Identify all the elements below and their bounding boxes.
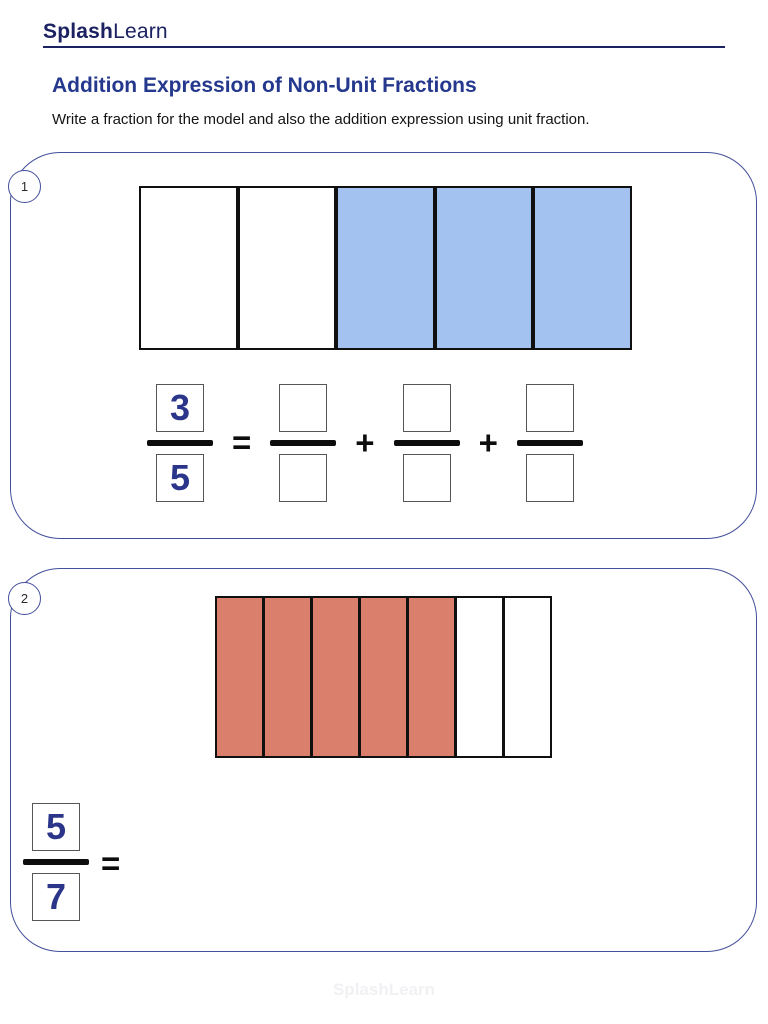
shaded-part <box>535 188 630 348</box>
shaded-part <box>338 188 437 348</box>
fraction-bar-line <box>516 440 583 446</box>
equals-sign-q2: = <box>101 845 121 882</box>
instructions-text: Write a fraction for the model and also … <box>52 111 590 128</box>
unshaded-part <box>141 188 240 348</box>
shaded-part <box>217 598 265 756</box>
unshaded-part <box>239 188 339 348</box>
fraction-bar-line <box>393 440 460 446</box>
splashlearn-logo: SplashLearn <box>43 20 168 44</box>
shaded-part <box>409 598 457 756</box>
answer-numerator-box[interactable] <box>402 384 451 432</box>
fraction-bar-model-q2 <box>215 596 552 758</box>
answer-numerator-box[interactable] <box>279 384 328 432</box>
given-denominator-box-q1: 5 <box>156 454 204 502</box>
answer-fraction-blank <box>516 384 583 502</box>
shaded-part <box>313 598 361 756</box>
given-numerator-box-q1: 3 <box>156 384 204 432</box>
fraction-bar-line <box>23 859 89 865</box>
question-1-number: 1 <box>20 179 29 194</box>
question-panel-1: 1 3 5 = + + <box>8 152 757 539</box>
unshaded-part <box>505 598 550 756</box>
given-fraction-q1: 3 5 <box>147 384 213 502</box>
header-divider <box>43 46 725 48</box>
given-fraction-q2: 5 7 <box>23 803 89 921</box>
fraction-bar-line <box>270 440 337 446</box>
question-1-badge: 1 <box>8 170 41 203</box>
plus-sign: + <box>355 424 375 461</box>
page-title: Addition Expression of Non-Unit Fraction… <box>52 74 477 97</box>
shaded-part <box>436 188 536 348</box>
logo-text-bold: Splash <box>43 20 114 43</box>
question-panel-2: 2 5 7 = <box>8 568 757 952</box>
plus-sign: + <box>478 424 498 461</box>
answer-denominator-box[interactable] <box>279 454 328 502</box>
footer-watermark: SplashLearn <box>332 980 436 999</box>
equation-q1: 3 5 = + + <box>147 384 583 502</box>
question-2-number: 2 <box>20 591 29 606</box>
answer-numerator-box[interactable] <box>525 384 574 432</box>
answer-fraction-blank <box>270 384 337 502</box>
given-denominator-box-q2: 7 <box>32 873 80 921</box>
given-numerator-box-q2: 5 <box>32 803 80 851</box>
shaded-part <box>265 598 313 756</box>
answer-denominator-box[interactable] <box>525 454 574 502</box>
question-2-badge: 2 <box>8 582 41 615</box>
shaded-part <box>361 598 409 756</box>
answer-fraction-blank <box>393 384 460 502</box>
unshaded-part <box>457 598 505 756</box>
answer-denominator-box[interactable] <box>402 454 451 502</box>
logo-text-light: Learn <box>113 20 168 43</box>
equals-sign-q1: = <box>232 424 252 461</box>
fraction-bar-line <box>147 440 213 446</box>
fraction-bar-model-q1 <box>139 186 632 350</box>
